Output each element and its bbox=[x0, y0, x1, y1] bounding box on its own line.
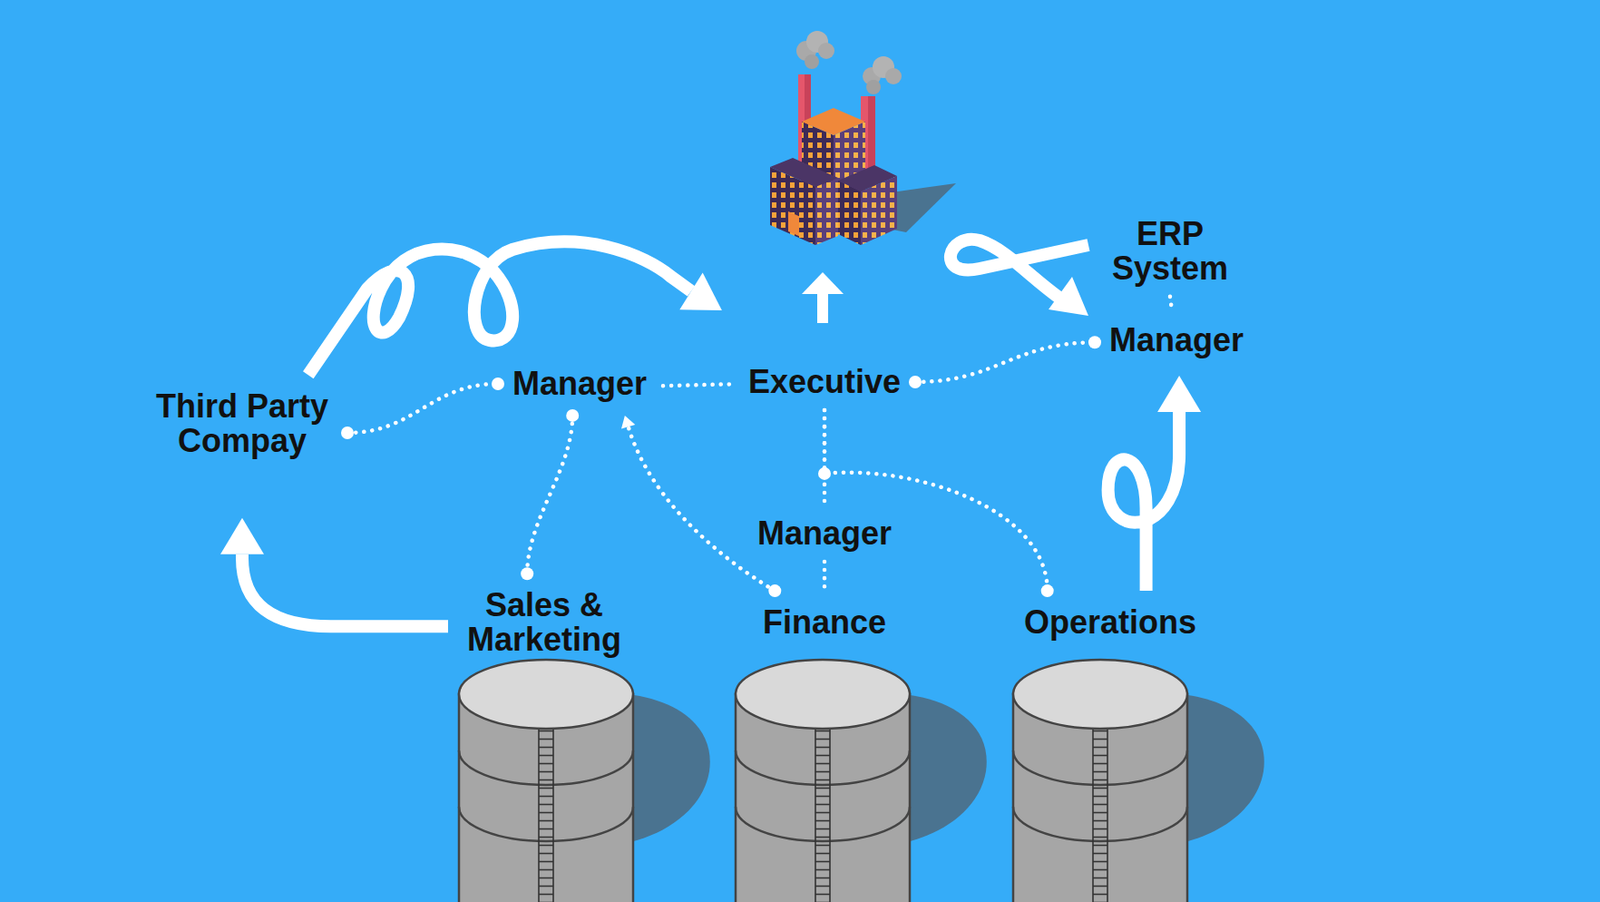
flow-arrow bbox=[1108, 411, 1181, 591]
label-text: ERP System bbox=[1106, 216, 1234, 286]
dotted-connector bbox=[526, 415, 573, 574]
label-text: Manager bbox=[757, 516, 892, 551]
node-label: Third Party Compay bbox=[147, 385, 337, 462]
connector-dot bbox=[1041, 584, 1054, 597]
up-arrow bbox=[801, 272, 844, 323]
dotted-connector bbox=[663, 383, 732, 386]
connector-dot bbox=[768, 584, 781, 597]
arrow-head bbox=[679, 273, 722, 312]
label-text: Third Party Compay bbox=[151, 389, 333, 459]
dotted-connector bbox=[628, 426, 776, 591]
node-label: ERP System bbox=[1102, 213, 1238, 290]
arrow-head bbox=[1157, 375, 1201, 412]
dotted-connector bbox=[347, 383, 498, 433]
database-cylinder bbox=[735, 659, 987, 902]
node-label: Finance bbox=[759, 601, 890, 644]
arrow-head bbox=[621, 415, 635, 430]
junction-dot bbox=[818, 467, 831, 480]
arrow-head bbox=[220, 517, 264, 555]
connector-dot bbox=[341, 426, 354, 440]
connector-dot bbox=[491, 377, 505, 391]
loop-arrow bbox=[950, 239, 1089, 316]
label-text: Manager bbox=[1109, 322, 1244, 358]
dotted-connector bbox=[822, 561, 828, 595]
node-label: Executive bbox=[744, 360, 905, 403]
connector-dot bbox=[1088, 335, 1102, 349]
dotted-connector bbox=[824, 409, 1048, 591]
connector-dot bbox=[565, 409, 579, 422]
database-cylinder bbox=[458, 659, 711, 902]
flow-arrow bbox=[242, 554, 449, 626]
node-label: Manager bbox=[1105, 319, 1248, 361]
label-text: Finance bbox=[762, 604, 887, 640]
node-label: Operations bbox=[1020, 601, 1200, 644]
label-text: Executive bbox=[748, 364, 901, 400]
label-text: Manager bbox=[512, 366, 647, 401]
flow-arrow bbox=[308, 241, 692, 375]
node-label: Manager bbox=[753, 512, 896, 555]
connector-dot bbox=[520, 566, 534, 580]
dotted-connector bbox=[915, 341, 1095, 382]
dotted-connector bbox=[1170, 296, 1172, 313]
node-label: Manager bbox=[508, 362, 651, 405]
factory-icon bbox=[770, 30, 957, 245]
database-cylinder bbox=[1013, 659, 1265, 902]
label-text: Operations bbox=[1024, 604, 1197, 640]
label-text: Sales & Marketing bbox=[462, 587, 626, 657]
connector-dot bbox=[908, 375, 922, 389]
node-label: Sales & Marketing bbox=[458, 584, 630, 661]
